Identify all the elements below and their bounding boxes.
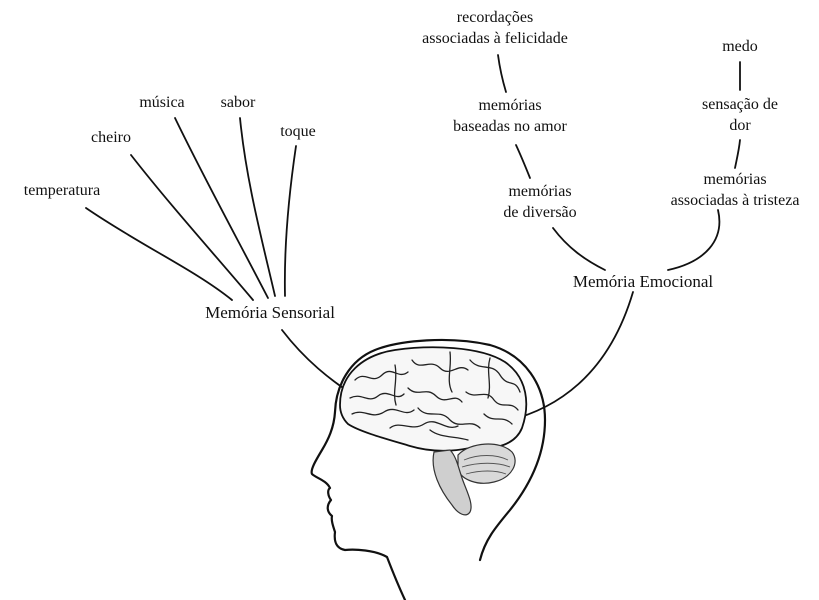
sensorial-item-label: música: [139, 92, 184, 113]
emocional-item-line2: baseadas no amor: [453, 116, 567, 137]
emocional-item-line1: memórias: [671, 169, 800, 190]
sensorial-item-label: toque: [280, 121, 316, 142]
emocional-item-line1: sensação de: [702, 94, 778, 115]
sensorial-item-temperatura: temperatura: [24, 180, 100, 201]
sensorial-item-label: cheiro: [91, 127, 131, 148]
sensorial-connectors: [86, 118, 358, 398]
connector-tristeza-emocional: [668, 210, 719, 270]
emocional-item-line2: associadas à tristeza: [671, 190, 800, 211]
connector-toque: [285, 146, 296, 296]
memoria-sensorial-label: Memória Sensorial: [205, 302, 335, 323]
connector-dor-tristeza: [735, 140, 740, 168]
emocional-item-line1: recordações: [422, 7, 568, 28]
sensorial-item-toque: toque: [280, 121, 316, 142]
connector-sabor: [240, 118, 275, 296]
sensorial-item-label: sabor: [221, 92, 256, 113]
emocional-item-line2: dor: [702, 115, 778, 136]
sensorial-item-label: temperatura: [24, 180, 100, 201]
memoria-emocional-label: Memória Emocional: [573, 271, 713, 292]
emocional-item-line2: de diversão: [503, 202, 576, 223]
connector-felicidade-amor: [498, 55, 506, 92]
sensorial-item-cheiro: cheiro: [91, 127, 131, 148]
sensorial-item-sabor: sabor: [221, 92, 256, 113]
emocional-item-line1: medo: [722, 36, 758, 57]
emocional-item-tristeza: memórias associadas à tristeza: [671, 169, 800, 211]
emocional-item-felicidade: recordações associadas à felicidade: [422, 7, 568, 49]
connector-amor-diversao: [516, 145, 530, 178]
emocional-item-amor: memórias baseadas no amor: [453, 95, 567, 137]
connector-temperatura: [86, 208, 232, 300]
head-illustration: [312, 340, 545, 600]
emocional-item-line1: memórias: [453, 95, 567, 116]
sensorial-item-musica: música: [139, 92, 184, 113]
emocional-item-dor: sensação de dor: [702, 94, 778, 136]
emocional-item-line1: memórias: [503, 181, 576, 202]
emocional-item-medo: medo: [722, 36, 758, 57]
connector-diversao-emocional: [553, 228, 605, 270]
connector-cheiro: [131, 155, 253, 300]
memoria-sensorial-title: Memória Sensorial: [205, 302, 335, 323]
memoria-emocional-title: Memória Emocional: [573, 271, 713, 292]
emocional-item-diversao: memórias de diversão: [503, 181, 576, 223]
emocional-item-line2: associadas à felicidade: [422, 28, 568, 49]
